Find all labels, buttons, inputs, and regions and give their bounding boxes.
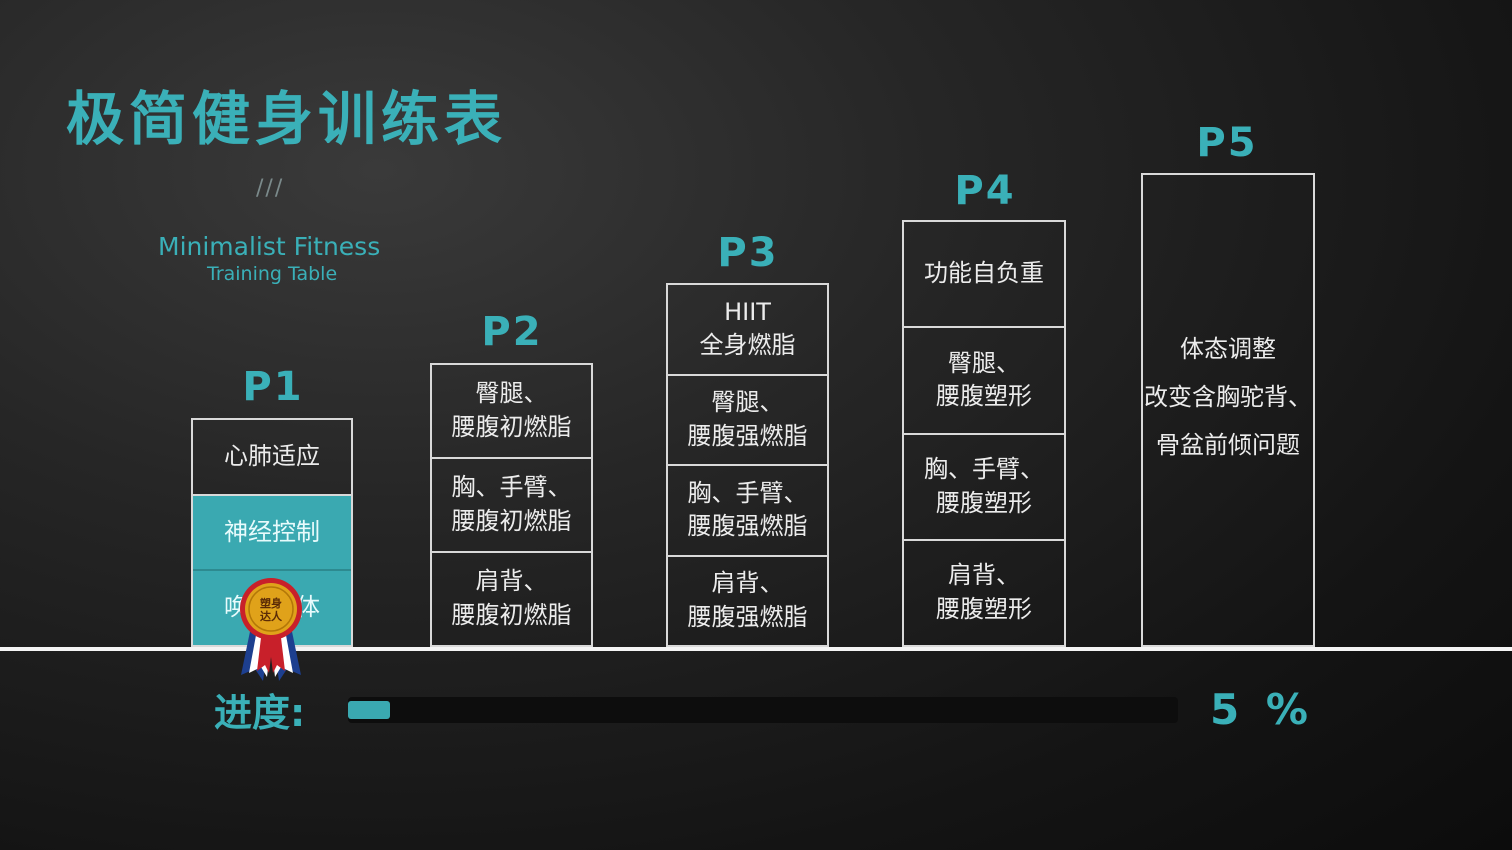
phase-column-p5: 体态调整 改变含胸驼背、 骨盆前倾问题 [1141, 173, 1315, 647]
phase-p3-cell: 肩背、 腰腹强燃脂 [687, 569, 808, 631]
phase-p2-cell: 肩背、 腰腹初燃脂 [451, 567, 572, 629]
phase-p1-cell: 神经控制 [193, 495, 351, 572]
subtitle-line2: Training Table [207, 263, 338, 285]
phase-p1-cell: 心肺适应 [193, 420, 351, 496]
title-separator: /// [256, 176, 285, 201]
phase-p4-cell: 胸、手臂、 腰腹塑形 [904, 435, 1064, 541]
badge-text-top: 塑身达人 [260, 596, 283, 623]
phase-p2-cell: 臀腿、 腰腹初燃脂 [432, 365, 591, 459]
progress-fill [348, 701, 390, 719]
phase-label-p5: P5 [1196, 120, 1258, 166]
progress-label: 进度: [214, 691, 306, 735]
phase-label-p2: P2 [481, 309, 543, 355]
phase-p3-cell: 臀腿、 腰腹强燃脂 [668, 376, 827, 466]
phase-column-p4: 功能自负重 臀腿、 腰腹塑形 胸、手臂、 腰腹塑形 肩背、 腰腹塑形 [902, 220, 1066, 647]
phase-column-p3: HIIT 全身燃脂 臀腿、 腰腹强燃脂 胸、手臂、 腰腹强燃脂 肩背、 腰腹强燃… [666, 283, 829, 647]
phase-label-p1: P1 [242, 364, 304, 410]
baseline-divider [0, 647, 1512, 651]
phase-p4-cell: 臀腿、 腰腹塑形 [904, 328, 1064, 435]
phase-p4-cell: 肩背、 腰腹塑形 [936, 561, 1032, 623]
subtitle-line1: Minimalist Fitness [158, 232, 381, 261]
progress-track [348, 697, 1178, 723]
phase-label-p4: P4 [954, 168, 1016, 214]
progress-percent: 5 % [1210, 685, 1314, 734]
phase-p3-cell: HIIT 全身燃脂 [668, 285, 827, 376]
phase-p4-cell: 功能自负重 [904, 222, 1064, 329]
page-title: 极简健身训练表 [66, 85, 508, 153]
phase-column-p2: 臀腿、 腰腹初燃脂 胸、手臂、 腰腹初燃脂 肩背、 腰腹初燃脂 [430, 363, 593, 647]
phase-p2-cell: 胸、手臂、 腰腹初燃脂 [432, 459, 591, 553]
phase-p5-cell: 体态调整 改变含胸驼背、 骨盆前倾问题 [1144, 335, 1312, 459]
phase-label-p3: P3 [717, 230, 779, 276]
achievement-badge-icon: 塑身达人 [239, 577, 303, 687]
phase-p3-cell: 胸、手臂、 腰腹强燃脂 [668, 466, 827, 557]
